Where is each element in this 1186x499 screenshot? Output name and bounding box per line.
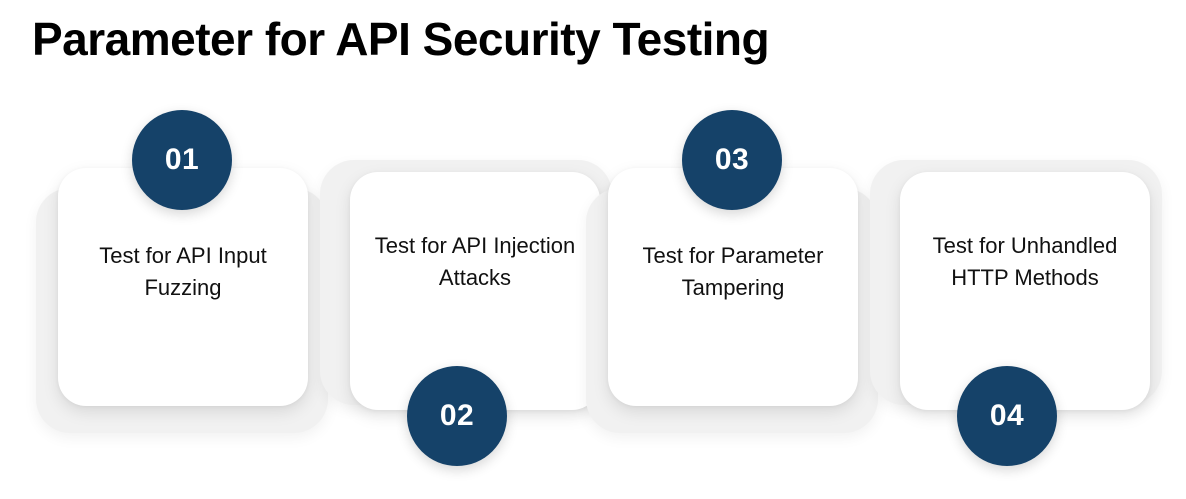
step-card-04[interactable]: Test for Unhandled HTTP Methods 04 — [855, 0, 1162, 499]
step-card-03[interactable]: Test for Parameter Tampering 03 — [580, 0, 880, 499]
card-label-04: Test for Unhandled HTTP Methods — [932, 233, 1118, 290]
step-number-badge-01[interactable]: 01 — [132, 110, 232, 210]
card-surface-02[interactable]: Test for API Injection Attacks — [350, 172, 600, 410]
card-label-01: Test for API Input Fuzzing — [99, 243, 267, 300]
page-title: Parameter for API Security Testing — [32, 13, 770, 65]
step-number-badge-03[interactable]: 03 — [682, 110, 782, 210]
step-number-badge-04[interactable]: 04 — [957, 366, 1057, 466]
card-label-02: Test for API Injection Attacks — [374, 233, 576, 290]
card-label-03: Test for Parameter Tampering — [642, 243, 824, 300]
card-surface-01[interactable]: Test for API Input Fuzzing — [58, 168, 308, 406]
step-number-badge-02[interactable]: 02 — [407, 366, 507, 466]
step-card-01[interactable]: Test for API Input Fuzzing 01 — [30, 0, 330, 499]
step-card-02[interactable]: Test for API Injection Attacks 02 — [305, 0, 612, 499]
